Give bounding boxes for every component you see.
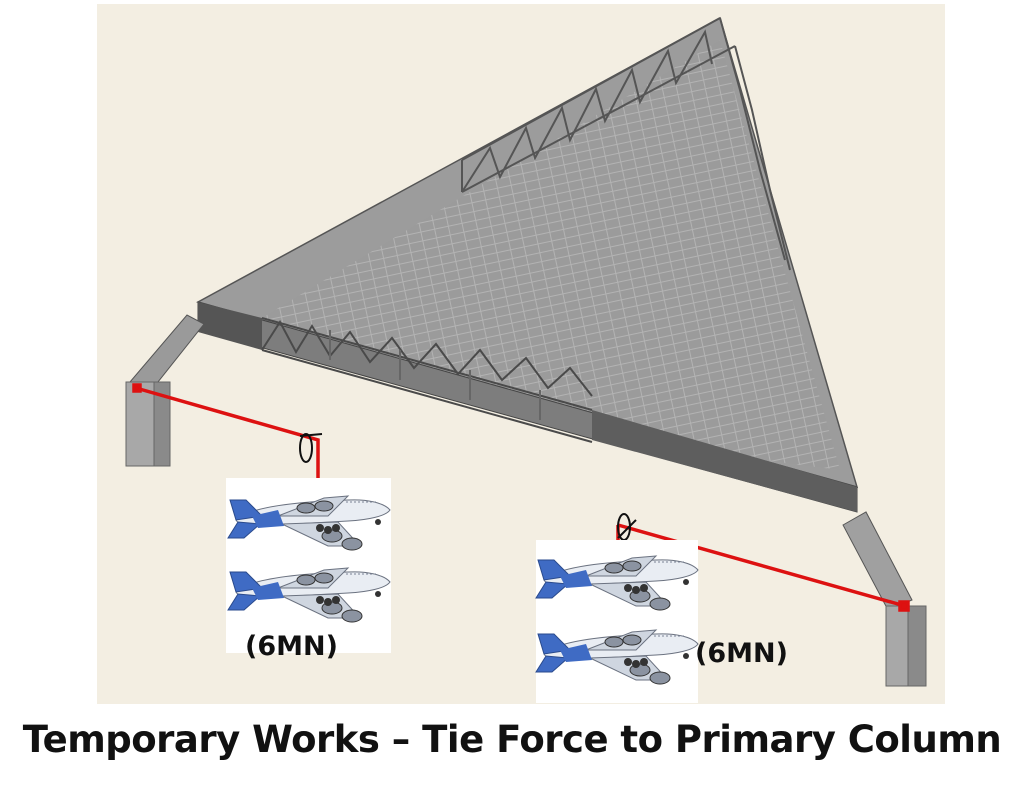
diagram-caption: Temporary Works – Tie Force to Primary C… <box>22 718 1002 761</box>
load-label-left: (6MN) <box>245 631 338 662</box>
shackle-icon <box>299 433 323 463</box>
top-truss <box>461 17 791 271</box>
right-column <box>842 511 927 687</box>
aircraft-load-left: (6MN) <box>226 478 391 662</box>
tie-line-left <box>132 383 320 478</box>
roof-structure <box>196 16 859 513</box>
load-label-right: (6MN) <box>695 638 788 669</box>
front-truss <box>261 317 593 443</box>
aircraft-load-right: (6MN) <box>535 540 788 703</box>
